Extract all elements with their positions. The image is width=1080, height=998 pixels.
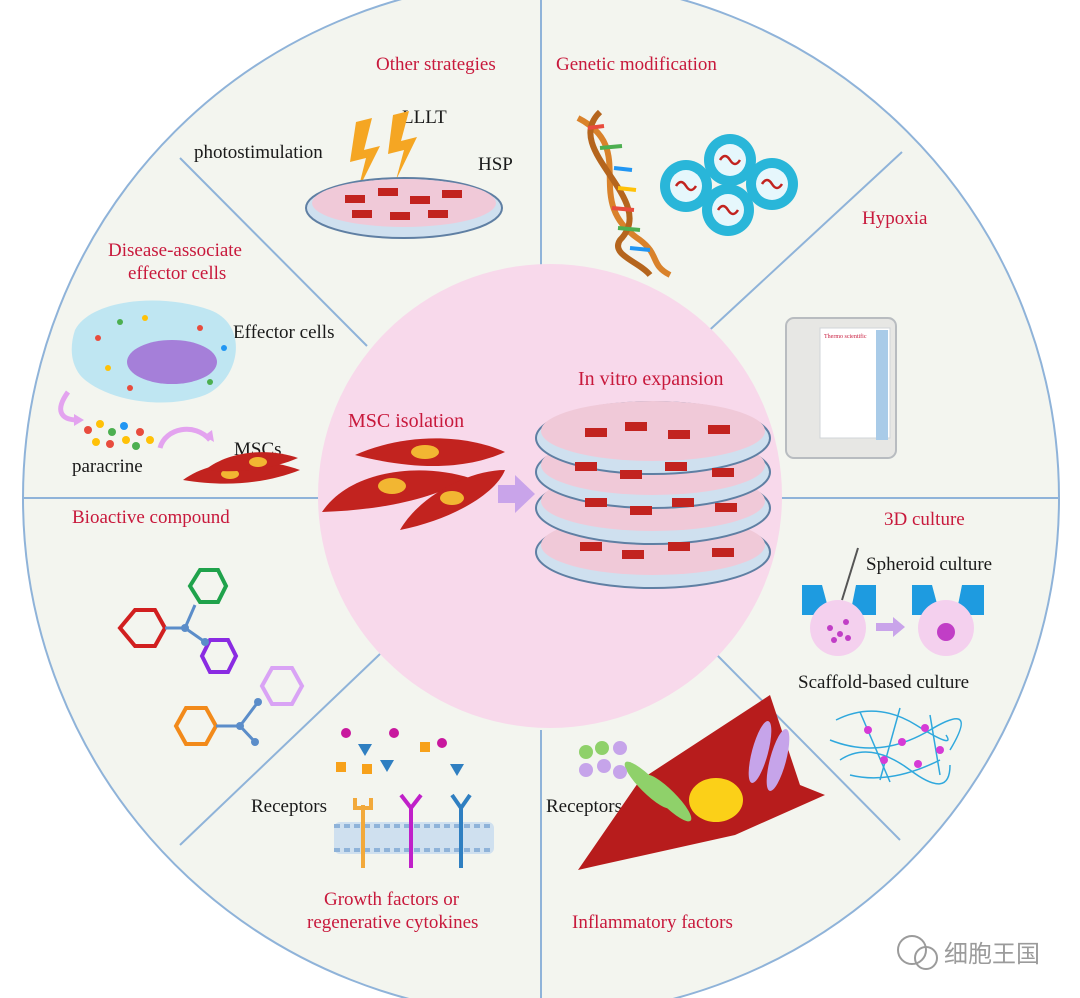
lightning-bolt-icon — [350, 111, 417, 190]
genetic-modification-title: Genetic modification — [556, 54, 717, 75]
photostimulation-label: photostimulation — [194, 142, 323, 163]
scaffold-mesh-icon — [829, 707, 962, 785]
hypoxia-title: Hypoxia — [862, 208, 928, 229]
three-d-culture-title: 3D culture — [884, 509, 965, 530]
cytokines-icon — [336, 728, 464, 776]
virus-particles-icon — [660, 134, 798, 236]
expansion-arrow — [498, 475, 535, 513]
incubator-icon — [785, 317, 897, 459]
stacked-culture-dishes — [535, 401, 771, 589]
growth-factors-title-line1: Growth factors or — [324, 889, 460, 910]
inflammatory-receptors-label: Receptors — [546, 796, 622, 817]
disease-effector-title-line1: Disease-associate — [108, 240, 242, 261]
other-strategies-title: Other strategies — [376, 54, 496, 75]
effector-cell-illustration — [58, 300, 300, 484]
cell-membrane-receptors-icon — [334, 793, 494, 868]
growth-factors-title-line2: regenerative cytokines — [307, 912, 478, 933]
petri-dish-illustration — [305, 177, 503, 239]
molecule-structures-icon — [117, 568, 305, 746]
spheroid-culture-icon — [802, 547, 984, 656]
inflammatory-cell-illustration — [578, 695, 825, 870]
wechat-logo-icon — [897, 935, 938, 970]
inflammatory-factors-title: Inflammatory factors — [572, 912, 733, 933]
bioactive-compound-title: Bioactive compound — [72, 507, 230, 528]
watermark-text: 细胞王国 — [944, 940, 1040, 968]
msc-isolation-label: MSC isolation — [348, 410, 464, 432]
dna-helix-icon — [576, 109, 672, 278]
scaffold-culture-label: Scaffold-based culture — [798, 672, 969, 693]
paracrine-label: paracrine — [72, 456, 143, 477]
growth-receptors-label: Receptors — [251, 796, 327, 817]
incubator-brand-label: Thermo scientific — [824, 333, 867, 340]
hsp-label: HSP — [478, 154, 513, 175]
in-vitro-expansion-label: In vitro expansion — [578, 368, 724, 390]
effector-cells-label: Effector cells — [233, 322, 334, 343]
disease-effector-title-line2: effector cells — [128, 263, 226, 284]
msc-cells-illustration — [322, 438, 505, 530]
spheroid-culture-label: Spheroid culture — [866, 554, 992, 575]
sector-dividers — [23, 0, 1059, 998]
lllt-label: LLLT — [402, 107, 447, 128]
